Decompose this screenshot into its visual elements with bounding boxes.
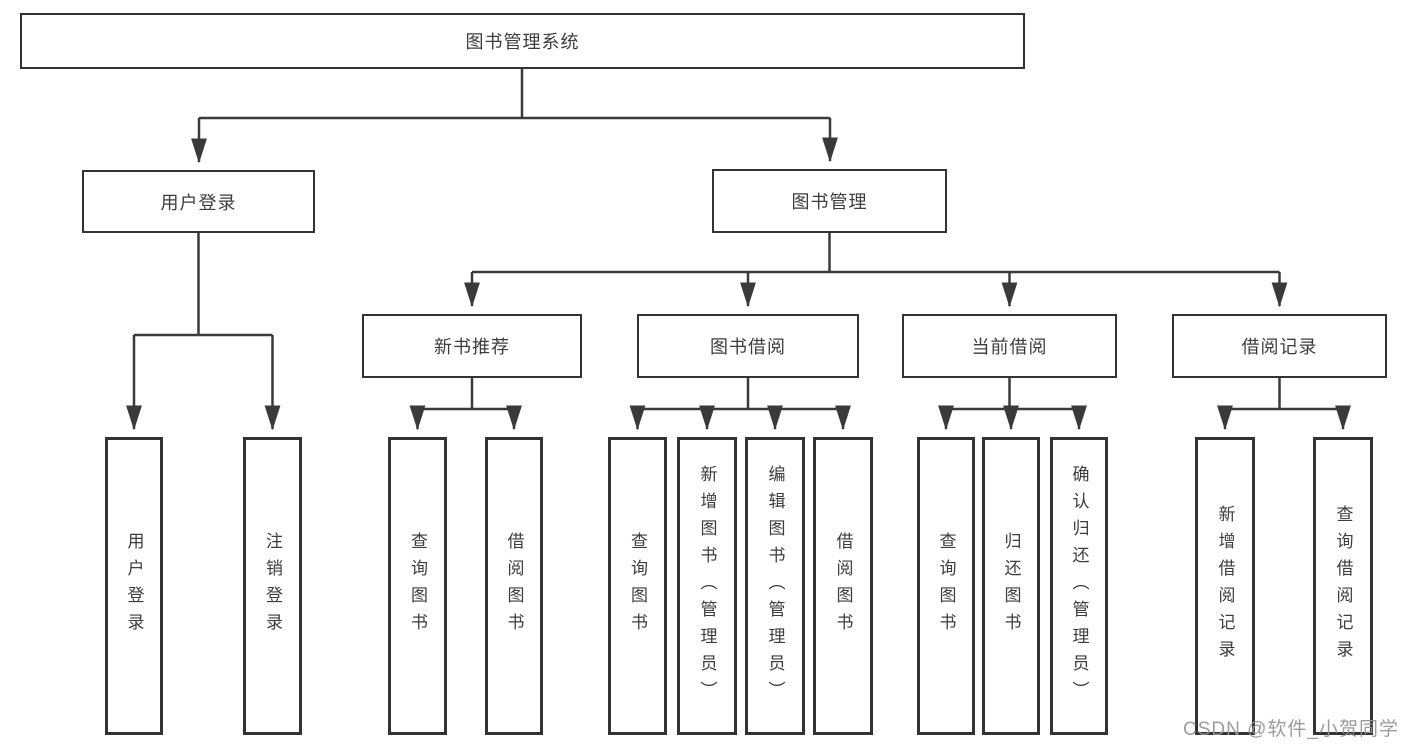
node-new-book-recommend: 新书推荐	[362, 314, 582, 378]
leaf-borrow-book-label: 借阅图书	[833, 532, 853, 640]
node-new-book-recommend-label: 新书推荐	[434, 337, 510, 357]
leaf-confirm-return-admin: 确认归还（管理员）	[1050, 437, 1108, 735]
leaf-borrow-query-book-label: 查询图书	[628, 532, 647, 640]
node-book-borrow: 图书借阅	[637, 314, 859, 378]
leaf-recommend-borrow-book-label: 借阅图书	[504, 532, 524, 640]
leaf-query-borrow-record-label: 查询借阅记录	[1333, 505, 1353, 667]
leaf-logout-label: 注销登录	[263, 532, 282, 640]
leaf-add-book-admin-label: 新增图书（管理员）	[697, 464, 717, 708]
leaf-add-borrow-record: 新增借阅记录	[1195, 437, 1255, 735]
connector-new-book-to-children	[409, 378, 523, 431]
node-borrow-record-label: 借阅记录	[1241, 337, 1318, 357]
leaf-user-login: 用户登录	[105, 437, 163, 735]
node-root: 图书管理系统	[20, 13, 1025, 69]
node-borrow-record: 借阅记录	[1172, 314, 1387, 378]
leaf-return-book-label: 归还图书	[1001, 532, 1021, 640]
connector-user-login-to-children	[126, 233, 281, 431]
leaf-borrow-book: 借阅图书	[813, 437, 873, 735]
leaf-current-query-book-label: 查询图书	[936, 532, 956, 640]
leaf-query-borrow-record: 查询借阅记录	[1313, 437, 1373, 735]
node-user-login: 用户登录	[82, 170, 315, 233]
node-book-mgmt: 图书管理	[712, 169, 947, 233]
node-current-borrow-label: 当前借阅	[971, 337, 1048, 357]
leaf-borrow-query-book: 查询图书	[608, 437, 667, 735]
node-book-borrow-label: 图书借阅	[710, 337, 786, 357]
leaf-edit-book-admin-label: 编辑图书（管理员）	[765, 464, 785, 708]
watermark: CSDN @软件_小贺同学	[1183, 719, 1399, 740]
leaf-recommend-borrow-book: 借阅图书	[485, 437, 543, 735]
leaf-recommend-query-book-label: 查询图书	[408, 532, 427, 640]
node-root-label: 图书管理系统	[465, 32, 580, 52]
connector-book-borrow-to-children	[629, 378, 852, 431]
leaf-confirm-return-admin-label: 确认归还（管理员）	[1069, 464, 1089, 708]
node-current-borrow: 当前借阅	[902, 314, 1117, 378]
connector-root-to-level2	[191, 69, 839, 164]
leaf-recommend-query-book: 查询图书	[388, 437, 447, 735]
connector-borrow-record-to-children	[1217, 378, 1352, 431]
leaf-return-book: 归还图书	[982, 437, 1040, 735]
connector-current-borrow-to-children	[938, 378, 1088, 431]
leaf-add-borrow-record-label: 新增借阅记录	[1215, 505, 1235, 667]
node-book-mgmt-label: 图书管理	[791, 192, 868, 212]
leaf-edit-book-admin: 编辑图书（管理员）	[745, 437, 805, 735]
connector-book-mgmt-to-level3	[464, 233, 1288, 308]
node-user-login-label: 用户登录	[160, 192, 237, 213]
leaf-add-book-admin: 新增图书（管理员）	[677, 437, 737, 735]
leaf-logout: 注销登录	[243, 437, 302, 735]
leaf-current-query-book: 查询图书	[917, 437, 975, 735]
leaf-user-login-label: 用户登录	[124, 532, 144, 640]
